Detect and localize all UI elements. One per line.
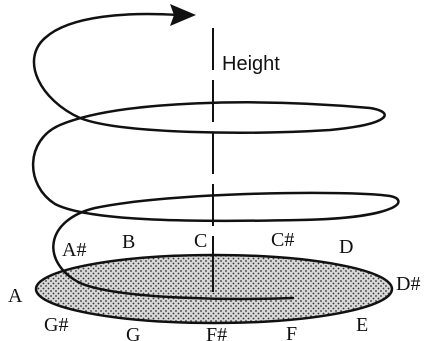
note-label-g-sharp: G# — [44, 314, 68, 336]
note-label-c-sharp: C# — [271, 229, 294, 251]
note-label-f-sharp: F# — [206, 324, 227, 341]
spiral-arrowhead — [170, 4, 196, 26]
note-label-f: F — [286, 323, 297, 341]
note-label-g: G — [126, 324, 140, 341]
note-label-d: D — [339, 236, 353, 258]
height-label: Height — [222, 53, 280, 75]
pitch-spiral — [31, 12, 400, 301]
note-label-a-sharp: A# — [62, 239, 86, 261]
note-label-e: E — [356, 314, 368, 336]
note-label-d-sharp: D# — [396, 273, 420, 295]
note-label-b: B — [122, 231, 135, 253]
note-label-a: A — [8, 285, 23, 307]
note-label-c: C — [194, 230, 207, 252]
